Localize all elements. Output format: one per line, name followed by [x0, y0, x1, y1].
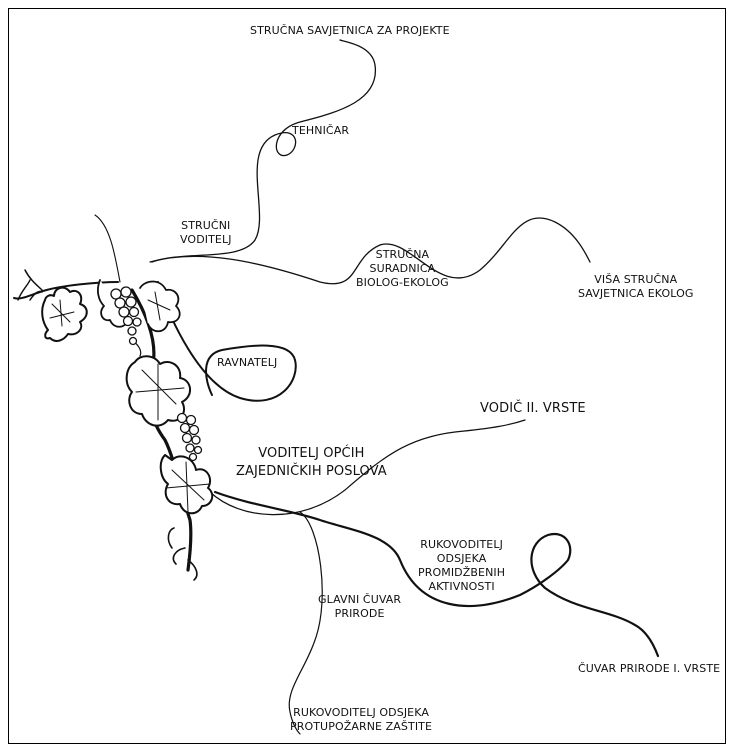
node-voditelj-opcih: VODITELJ OPĆIH ZAJEDNIČKIH POSLOVA [236, 446, 387, 479]
node-vodic: VODIČ II. VRSTE [480, 401, 586, 416]
node-strucna-savjetnica-za-projekte: STRUČNA SAVJETNICA ZA PROJEKTE [250, 24, 450, 37]
node-strucna-suradnica: STRUČNA SURADNICA BIOLOG-EKOLOG [356, 248, 449, 289]
tendril-to-protupozarne [288, 511, 323, 735]
tendril-to-vodic [209, 419, 526, 516]
node-rukovoditelj-protupozarne: RUKOVODITELJ ODSJEKA PROTUPOŽARNE ZAŠTIT… [290, 706, 433, 733]
grape-cluster-lower [176, 412, 203, 462]
node-cuvar-prirode: ČUVAR PRIRODE I. VRSTE [578, 662, 721, 675]
tendril-to-visa-strucna [149, 217, 591, 285]
node-strucni-voditelj: STRUČNI VODITELJ [180, 219, 232, 246]
node-tehnicar: TEHNIČAR [292, 124, 350, 137]
node-rukovoditelj-promidzbenih: RUKOVODITELJ ODSJEKA PROMIDŽBENIH AKTIVN… [418, 538, 506, 593]
node-glavni-cuvar: GLAVNI ČUVAR PRIRODE [318, 593, 402, 620]
node-visa-strucna-savjetnica: VIŠA STRUČNA SAVJETNICA EKOLOG [578, 273, 694, 300]
tendril-strucni-to-projekte [151, 39, 376, 263]
node-ravnatelj: RAVNATELJ [217, 356, 278, 369]
tendril-to-cuvar-prirode [213, 490, 660, 658]
tendril-top-left [94, 214, 121, 283]
grapevine-illustration [13, 269, 214, 581]
tendril-ravnatelj-loop [157, 281, 297, 402]
grape-cluster-upper [110, 286, 142, 346]
